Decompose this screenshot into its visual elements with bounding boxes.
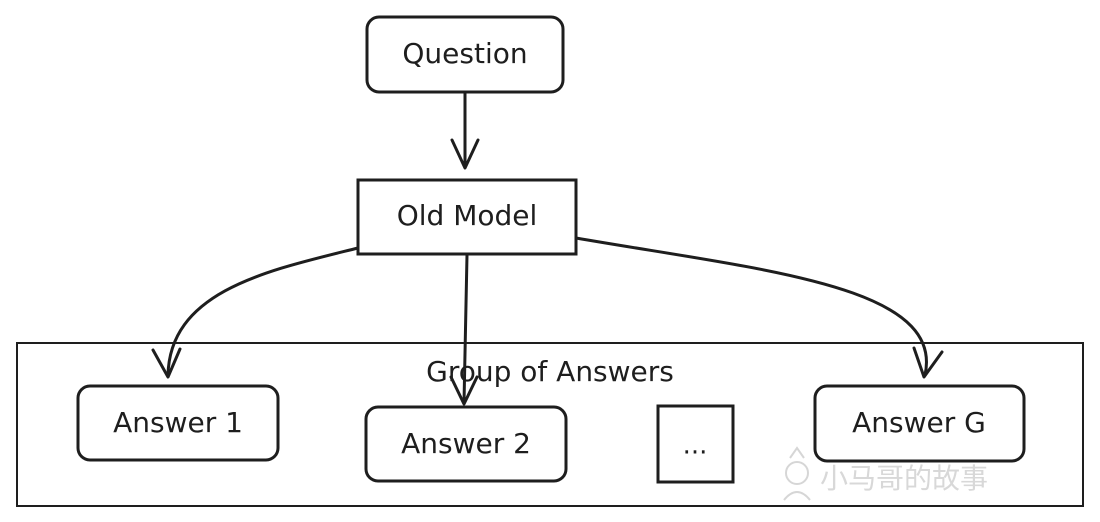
watermark-logo-icon: [783, 446, 811, 501]
arrow-old-model-to-answer-1-head: [151, 347, 182, 379]
answer-1-box: [76, 384, 280, 462]
answer-g-label: Answer G: [852, 406, 986, 439]
answer-2-box: [364, 405, 568, 483]
answer-1-label: Answer 1: [113, 406, 243, 439]
arrow-old-model-to-answer-2: [462, 253, 469, 405]
arrow-old-model-to-answer-g-head: [912, 346, 944, 379]
arrow-old-model-to-answer-1: [166, 246, 360, 377]
watermark: 小马哥的故事: [783, 446, 988, 501]
arrow-old-model-to-answer-g: [574, 236, 928, 377]
group-of-answers-box: [16, 342, 1084, 507]
answer-2-label: Answer 2: [401, 427, 531, 460]
group-label: Group of Answers: [426, 355, 674, 388]
answer-g-box: [813, 384, 1026, 463]
arrow-question-to-old-model-head: [450, 138, 480, 170]
watermark-text: 小马哥的故事: [820, 462, 988, 495]
ellipsis-label: ...: [683, 431, 708, 461]
old-model-label: Old Model: [397, 199, 538, 232]
question-label: Question: [402, 37, 527, 70]
arrow-old-model-to-answer-2-head: [449, 375, 479, 406]
ellipsis-box: [656, 404, 735, 484]
